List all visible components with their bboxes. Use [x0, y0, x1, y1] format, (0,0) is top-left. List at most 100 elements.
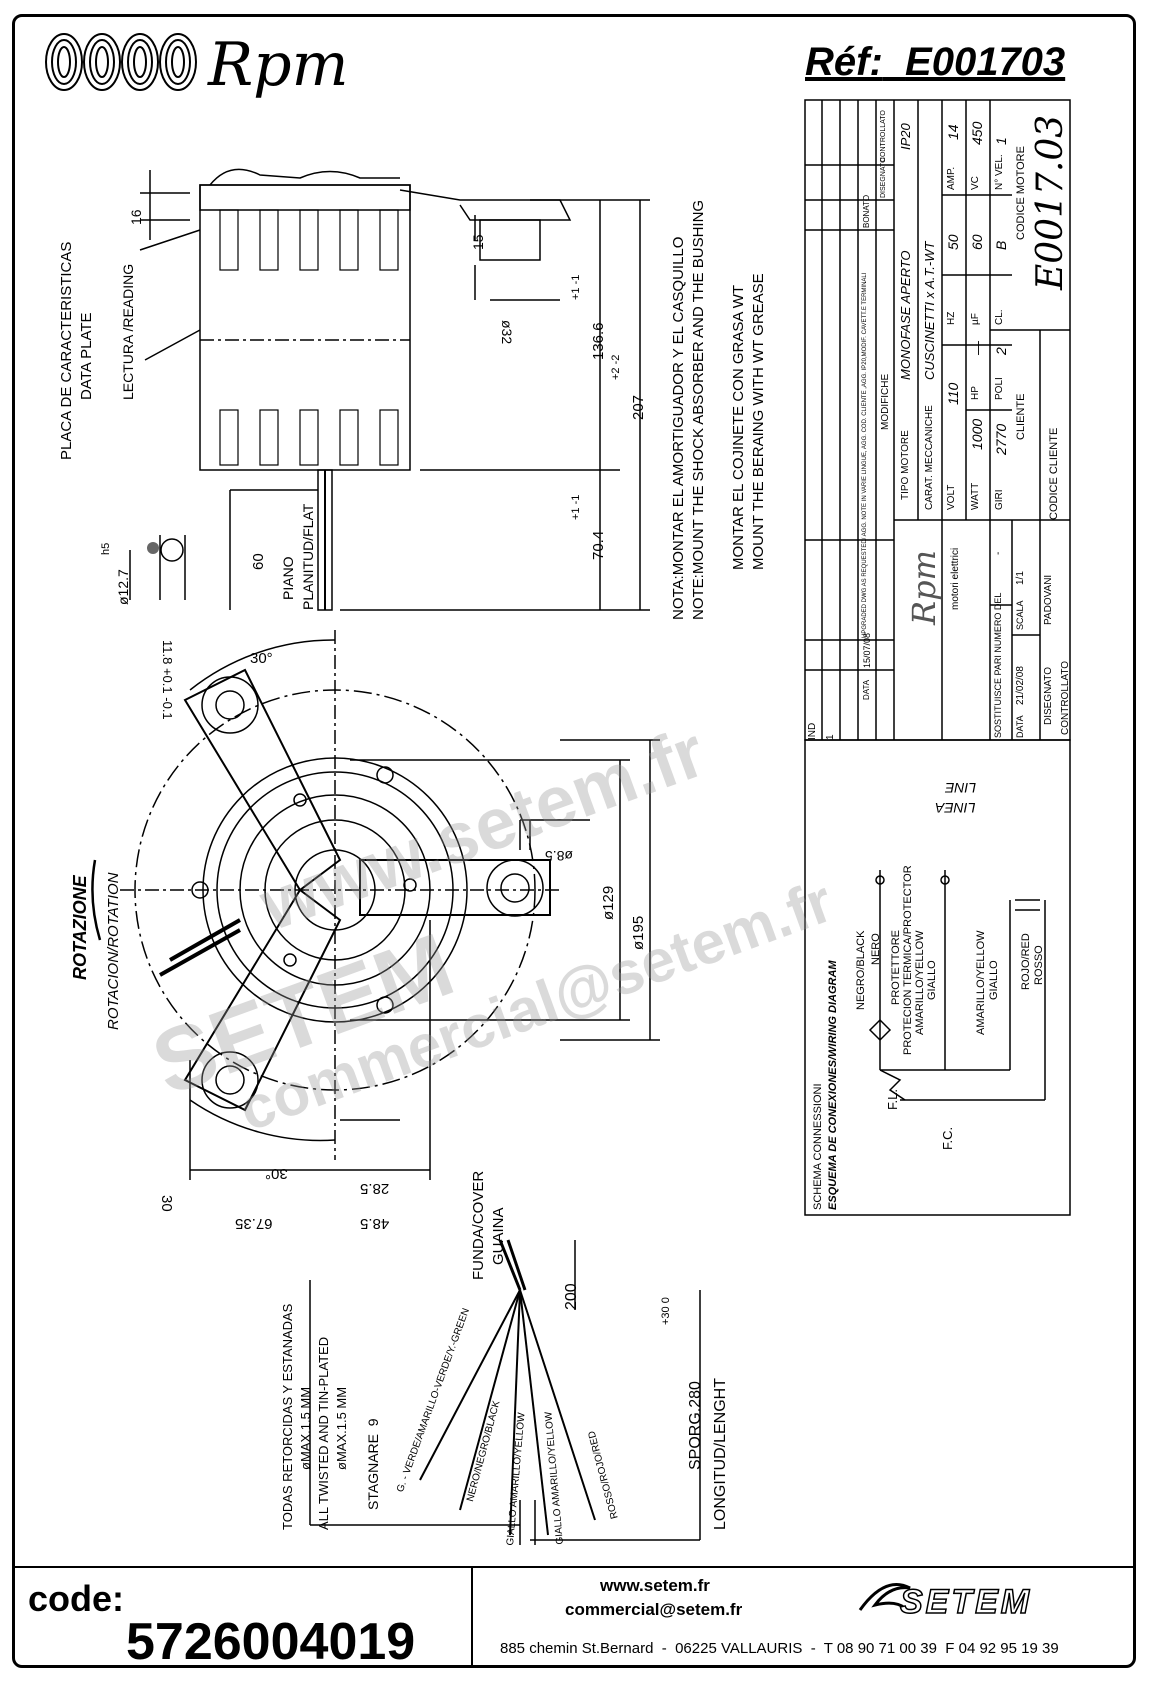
- dim-11-8: 11.8 +0.1 -0.1: [160, 640, 175, 720]
- fc-label: F.C.: [940, 1126, 955, 1150]
- spec-giri: 2770: [993, 423, 1009, 455]
- tb-disegnato: DISEGNATO: [880, 157, 887, 198]
- cover-label: FUNDA/COVER: [470, 1170, 487, 1280]
- tb-ip: IP20: [898, 123, 913, 150]
- drawing-frame: [12, 14, 1136, 1668]
- code-value: 5726004019: [126, 1613, 416, 1671]
- footer-frame: [12, 1566, 1136, 1668]
- spec-uf-label: µF: [970, 313, 981, 325]
- dim-129: ø129: [600, 885, 617, 920]
- tb-sostituisce-val: -: [993, 551, 1004, 555]
- tol-70: +1 -1: [570, 494, 582, 520]
- spec-uf: 60: [969, 234, 985, 250]
- wire-black-label: NEGRO/BLACK: [855, 930, 867, 1010]
- tb-rev-author: BONATO: [862, 194, 871, 228]
- wire-yellow-label: AMARILLO/YELLOW: [975, 930, 987, 1035]
- tb-controllato: CONTROLLATO: [880, 110, 887, 162]
- wires-en: ALL TWISTED AND TIN-PLATED: [316, 1336, 331, 1530]
- note-2: NOTE:MOUNT THE SHOCK ABSORBER AND THE BU…: [690, 199, 707, 620]
- stagnare-label: STAGNARE 9: [365, 1418, 381, 1510]
- tb-rev-date: 15/07/08: [862, 632, 872, 668]
- dim-67-35: 67.35: [235, 1215, 273, 1232]
- tb-disegnato-val: PADOVANI: [1043, 574, 1054, 625]
- dim-207: 207: [630, 394, 647, 420]
- wire-red-label-it: ROSSO: [1033, 945, 1045, 985]
- tb-scala-label: SCALA: [1015, 600, 1025, 630]
- dim-30: 30: [158, 1195, 175, 1212]
- motor-side-body: [199, 184, 411, 471]
- wires-es: TODAS RETORCIDAS Y ESTANADAS: [280, 1303, 295, 1530]
- spec-vc: 450: [969, 121, 985, 145]
- footer-address: 885 chemin St.Bernard - 06225 VALLAURIS …: [500, 1640, 1059, 1657]
- dim-60: 60: [250, 553, 267, 570]
- brand-name: Rpm: [208, 30, 349, 100]
- tb-company-sub: motori elettrici: [950, 547, 961, 610]
- tb-scala-val: 1/1: [1015, 571, 1026, 585]
- line-label-en: LINE: [945, 780, 977, 796]
- tb-company: Rpm: [905, 550, 943, 625]
- wires-en-max: øMAX.1.5 MM: [334, 1386, 349, 1470]
- spec-nvel-label: N° VEL.: [994, 154, 1005, 190]
- setem-logo: SETEM: [899, 1582, 1033, 1622]
- tb-cliente: CLIENTE: [1015, 393, 1027, 440]
- dim-16: 16: [128, 209, 144, 225]
- wiring-title: SCHEMA CONNESSIONI: [812, 1083, 824, 1210]
- dim-200: 200: [563, 1283, 580, 1310]
- spec-amp: 14: [945, 124, 961, 140]
- spec-giri-label: GIRI: [994, 489, 1005, 510]
- dim-15: 15: [470, 234, 486, 250]
- dim-136: 136.6: [590, 322, 607, 360]
- data-plate-label: PLACA DE CARACTERISTICAS: [58, 241, 75, 460]
- dim-28-5: 28.5: [360, 1180, 390, 1197]
- spec-vc-label: VC: [970, 176, 981, 190]
- tb-tipo-motore: MONOFASE APERTO: [898, 250, 913, 380]
- reading-label: LECTURA /READING: [120, 263, 136, 400]
- spec-nvel: 1: [993, 137, 1009, 145]
- spec-amp-label: AMP.: [946, 166, 957, 190]
- tol-136: +1 -1: [570, 274, 582, 300]
- footer-website[interactable]: www.setem.fr: [600, 1576, 710, 1595]
- dim-48-5: 48.5: [360, 1215, 390, 1232]
- spec-cl: B: [993, 240, 1009, 250]
- footer-email[interactable]: commercial@setem.fr: [565, 1600, 743, 1619]
- wire-black-label-it: NERO: [870, 933, 882, 965]
- note-1: NOTA:MONTAR EL AMORTIGUADOR Y EL CASQUIL…: [670, 236, 687, 620]
- angle-30-top: 30°: [250, 650, 273, 667]
- flat-label-en: PLANITUD/FLAT: [300, 503, 316, 610]
- protector-label: PROTETTORE: [890, 930, 902, 1005]
- spec-hz: 50: [945, 234, 961, 250]
- setem-swoosh-icon: [858, 1583, 911, 1611]
- spec-cl-label: CL.: [994, 309, 1005, 325]
- tb-data-val: 21/02/08: [1015, 666, 1026, 705]
- spec-hp: —: [969, 341, 985, 355]
- wiring-subtitle: ESQUEMA DE CONEXIONES/WIRING DIAGRAM: [827, 960, 839, 1210]
- spec-hp-label: HP: [970, 386, 981, 400]
- tb-controllato-label: CONTROLLATO: [1060, 660, 1071, 735]
- flat-label: PIANO: [280, 556, 296, 600]
- angle-30-bottom: 30°: [265, 1165, 288, 1182]
- protector-yellow: AMARILLO/YELLOW: [914, 930, 926, 1035]
- spec-poli-label: POLI: [994, 377, 1005, 400]
- code-label: code:: [28, 1578, 125, 1619]
- cover-label-it: GUAINA: [490, 1207, 507, 1265]
- tb-ind: IND: [807, 722, 818, 740]
- tb-codice-motore-label: CODICE MOTORE: [1015, 146, 1027, 240]
- protector-label-es: PROTECION TERMICA/PROTECTOR: [902, 865, 914, 1055]
- rpm-logo-icon: [45, 33, 197, 91]
- tb-codice-cliente: CODICE CLIENTE: [1048, 427, 1060, 520]
- tb-carat: CUSCINETTI x A.T.-WT: [922, 241, 937, 380]
- dim-32: ø32: [499, 320, 515, 345]
- sporg-label: SPORG.280: [687, 1381, 704, 1470]
- dim-8-5: ø8.5: [545, 848, 574, 864]
- length-label: LONGITUD/LENGHT: [712, 1377, 729, 1530]
- tb-modifiche: MODIFICHE: [880, 373, 891, 430]
- note-3: MONTAR EL COJINETE CON GRASA WT: [730, 284, 747, 570]
- tb-data: DATA: [862, 679, 871, 700]
- spec-watt-label: WATT: [970, 482, 981, 510]
- spec-watt: 1000: [969, 418, 985, 450]
- tb-rev-index: 1: [825, 734, 836, 740]
- wire-yellow-label-it: GIALLO: [988, 960, 1000, 1000]
- tb-tipo-motore-label: TIPO MOTORE: [900, 430, 911, 500]
- dim-70: 70.4: [590, 530, 607, 560]
